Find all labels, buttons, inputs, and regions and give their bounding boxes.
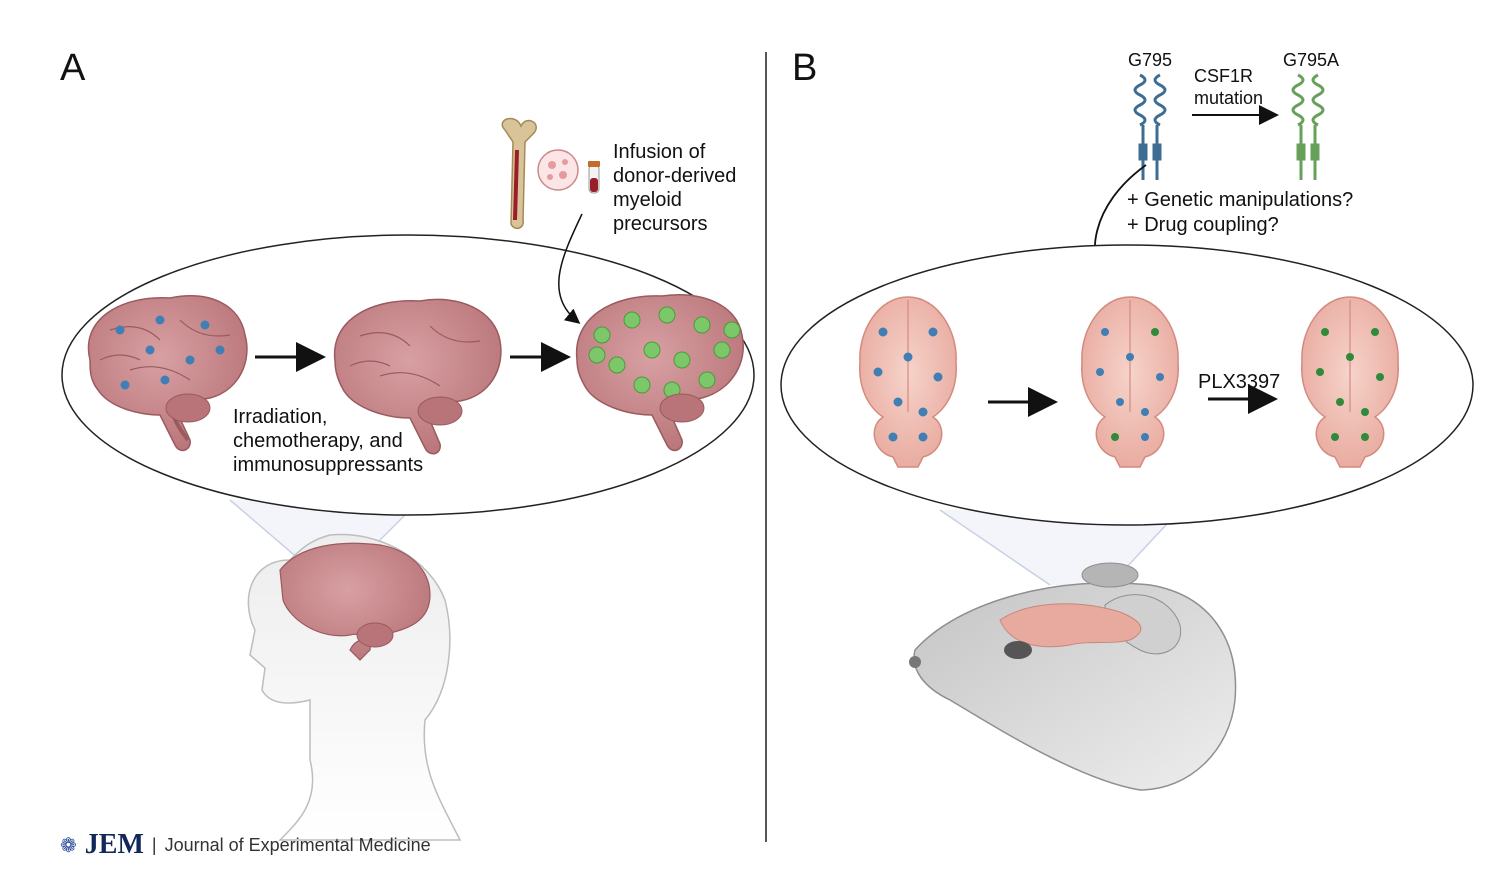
jem-logo-icon: ❁ — [60, 834, 77, 857]
mutant-label: G795A — [1283, 50, 1339, 70]
receptor-wild-type-icon — [1133, 73, 1167, 180]
brain-with-donor-cells — [575, 294, 744, 452]
receptor-mutant-icon — [1291, 73, 1325, 180]
drug-label: PLX3397 — [1198, 371, 1280, 393]
panel-a-letter: A — [60, 47, 86, 89]
microglia-mixed-mouse-2 — [1096, 328, 1164, 441]
brain-with-microglia — [87, 295, 248, 452]
journal-footer: ❁ JEM | Journal of Experimental Medicine — [60, 829, 431, 860]
bone-icon — [501, 117, 537, 230]
treatment-label: Irradiation, chemotherapy, and immunosup… — [233, 406, 423, 476]
journal-name: Journal of Experimental Medicine — [164, 834, 431, 855]
mouse-brain-depleted-repopulated — [1301, 296, 1399, 468]
microglia-green-mouse-3 — [1316, 328, 1384, 441]
mouse-brain-wild-type — [859, 296, 957, 468]
mouse-icon — [909, 562, 1237, 791]
brain-depleted — [333, 298, 502, 455]
infusion-label: Infusion of donor-derived myeloid precur… — [613, 141, 742, 235]
head-icon — [247, 533, 462, 841]
infusion-arrow — [558, 213, 583, 324]
microglia-cluster-blue — [115, 315, 225, 390]
panel-b: B G795 G795A CSF1R mutation + Genetic ma… — [780, 47, 1474, 791]
cell-suspension-icon — [537, 149, 579, 191]
footer-separator: | — [151, 834, 157, 855]
mutation-label: CSF1R mutation — [1194, 66, 1263, 108]
jem-logo: JEM — [84, 829, 144, 860]
wild-type-label: G795 — [1128, 50, 1172, 70]
test-tube-icon — [588, 161, 600, 194]
panel-a: A — [60, 47, 755, 841]
panel-b-letter: B — [792, 47, 817, 89]
mouse-brain-mutant — [1081, 296, 1179, 468]
questions-label: + Genetic manipulations? + Drug coupling… — [1127, 189, 1359, 236]
donor-cells — [588, 306, 741, 399]
microglia-blue-mouse-1 — [873, 327, 943, 442]
